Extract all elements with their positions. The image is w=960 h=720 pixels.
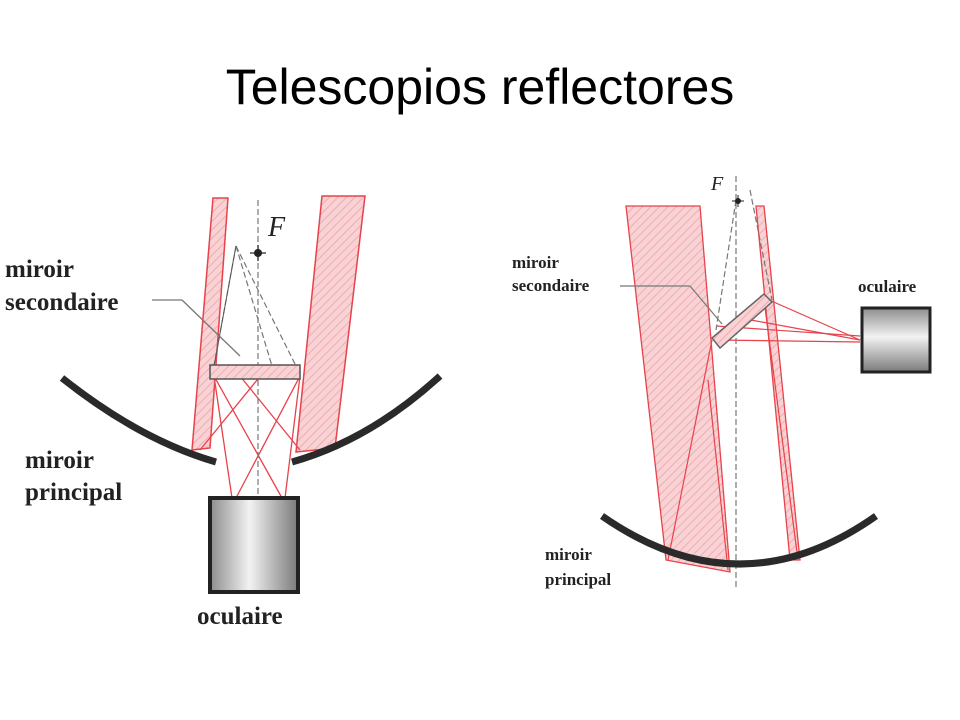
right-eyepiece	[860, 306, 932, 374]
right-incoming-beam-right	[755, 205, 801, 561]
right-eyepiece-label: oculaire	[858, 277, 917, 296]
left-incoming-beam-left	[191, 197, 229, 451]
left-eyepiece	[208, 496, 300, 594]
left-primary-label-2: principal	[25, 479, 122, 506]
right-secondary-label-2: secondaire	[512, 276, 590, 295]
left-secondary-label-1: miroir	[5, 256, 74, 283]
right-focus-label: F	[710, 173, 724, 195]
right-secondary-mirror	[710, 292, 774, 350]
left-incoming-beam-right	[295, 195, 366, 453]
right-primary-label-1: miroir	[545, 545, 592, 564]
slide-title: Telescopios reflectores	[225, 59, 735, 115]
right-incoming-beam-left	[625, 205, 731, 573]
left-construction-lines	[213, 200, 297, 498]
left-primary-mirror-right	[291, 373, 443, 466]
left-eyepiece-label: oculaire	[197, 603, 283, 630]
right-reflected-rays	[667, 295, 861, 571]
right-secondary-label-1: miroir	[512, 253, 559, 272]
right-primary-mirror	[600, 513, 879, 568]
right-primary-label-2: principal	[545, 570, 611, 589]
left-primary-mirror-left	[59, 375, 217, 466]
left-focus-label: F	[267, 212, 286, 243]
left-reflected-rays	[199, 373, 301, 499]
right-construction-lines	[715, 176, 773, 590]
left-primary-label-1: miroir	[25, 447, 94, 474]
left-telescope-diagram: F miroir secondaire miroir principal ocu…	[5, 195, 443, 630]
left-secondary-label-2: secondaire	[5, 289, 118, 316]
right-telescope-diagram: F miroir secondaire miroir principal ocu…	[512, 173, 932, 590]
left-secondary-mirror	[209, 364, 301, 380]
